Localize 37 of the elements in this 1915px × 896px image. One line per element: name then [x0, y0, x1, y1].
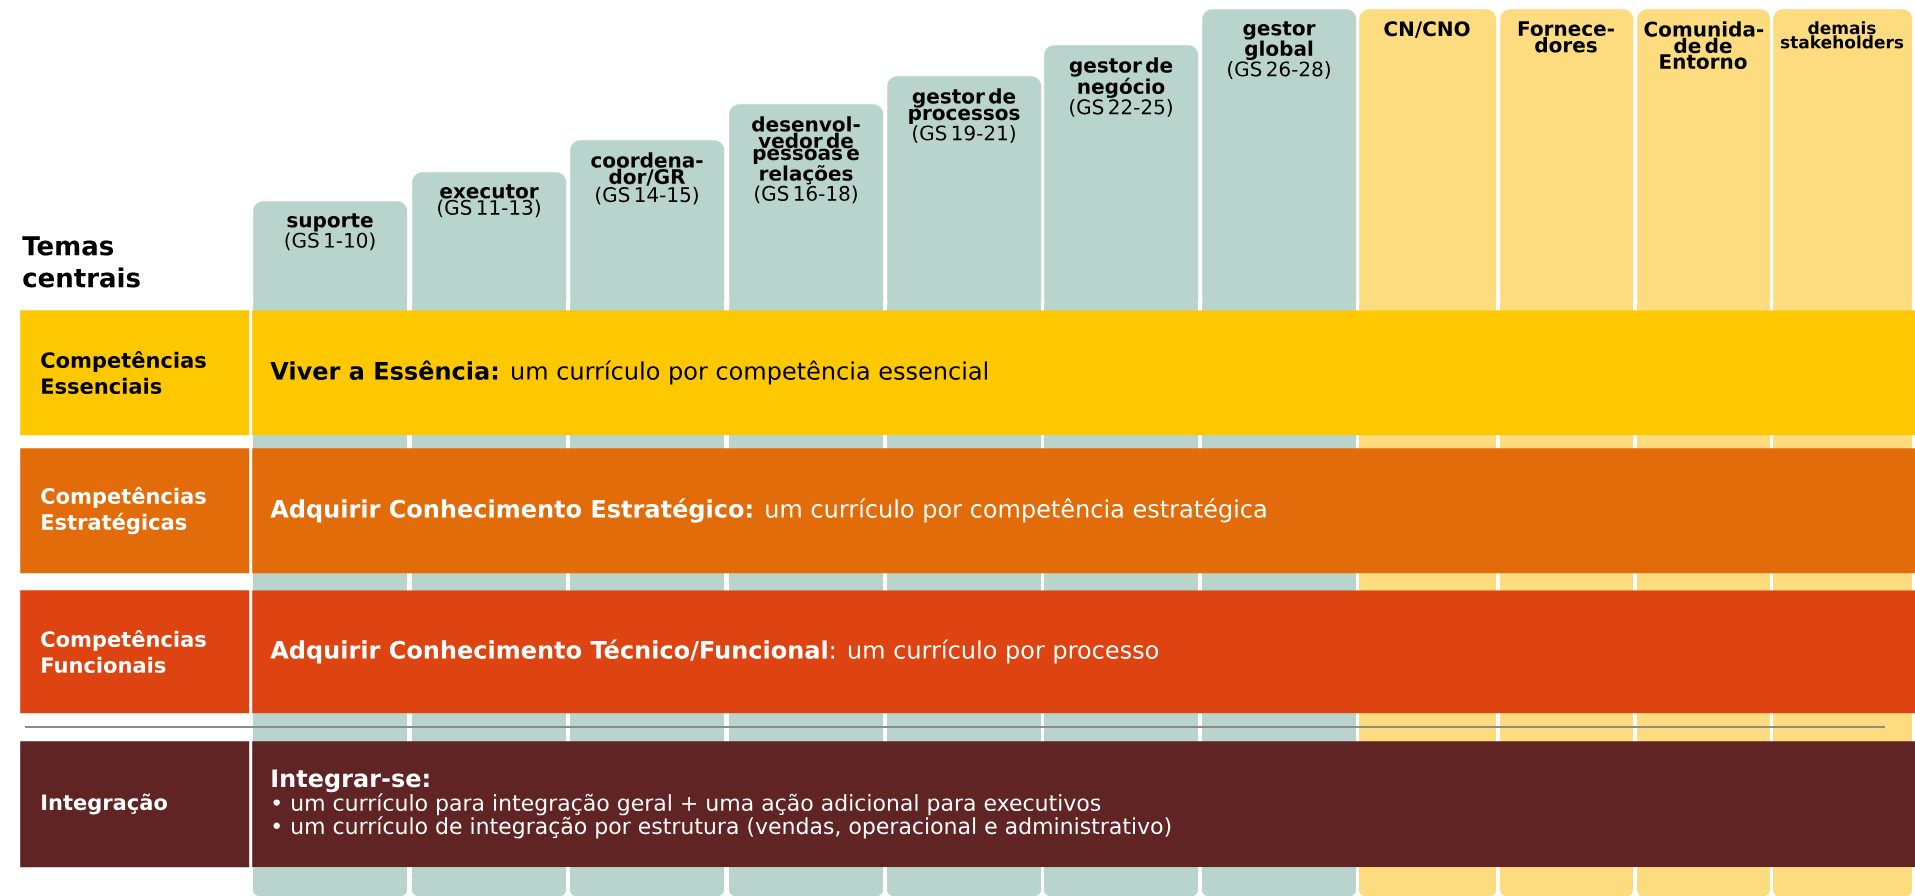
node-label: (GS 1-10) [285, 232, 375, 251]
column-box: coordena-dor/GR (GS 14-15) [570, 140, 725, 311]
column-box: gestor de processos (GS 19-21) [887, 76, 1042, 311]
column-box: executor (GS 11-13) [412, 172, 567, 311]
node-label: (GS 14-15) [596, 186, 698, 205]
node-label: gestor de negócio [1069, 57, 1173, 99]
node-label: desenvol-vedor de pessoas e relações [752, 116, 860, 185]
node-label: (GS 11-13) [438, 199, 540, 218]
column-box: Fornece-dores [1500, 9, 1634, 311]
column-box: Comunida-de de Entorno [1637, 9, 1771, 311]
node-label: (GS 19-21) [913, 125, 1015, 143]
row-label-box: Competências Funcionais [20, 590, 250, 714]
curriculum-bar: Integrar-se: • um currículo para integração geral + uma ação adicional para executivos • um currículo de integração por estrutura (vendas, operacional e administrativo) [252, 741, 1915, 868]
column-box: gestor de negócio (GS 22-25) [1044, 45, 1199, 311]
node-label: suporte [287, 213, 373, 232]
row-label-box: Competências Essenciais [20, 310, 250, 436]
node-label: Comunida-de de Entorno [1644, 21, 1764, 70]
node-label: gestor global [1243, 21, 1316, 61]
curriculum-bar: Viver a Essência: um currículo por competência essencial [252, 310, 1915, 436]
column-box: gestor global (GS 26-28) [1202, 9, 1357, 311]
node-label: (GS 22-25) [1070, 99, 1172, 117]
curriculum-bar: Adquirir Conhecimento Técnico/Funcional: um currículo por processo [252, 590, 1915, 714]
node-label: Fornece-dores [1518, 21, 1614, 53]
node-label: executor [440, 184, 539, 199]
column-box: CN/CNO [1359, 9, 1497, 311]
node-label: CN/CNO [1384, 21, 1470, 38]
node-label: demais stakeholders [1780, 21, 1904, 49]
row-label-box: Integração [20, 741, 250, 868]
node-label: (GS 26-28) [1228, 61, 1330, 79]
node-label: gestor de processos [909, 88, 1020, 125]
row-label-box: Competências Estratégicas [20, 448, 250, 574]
node-label: coordena-dor/GR [591, 152, 703, 186]
node-label: (GS 16-18) [755, 185, 857, 204]
column-box: demais stakeholders [1773, 9, 1913, 311]
column-box: suporte (GS 1-10) [253, 201, 408, 311]
column-box: desenvol-vedor de pessoas e relações (GS 16-18) [729, 104, 884, 311]
curriculum-bar: Adquirir Conhecimento Estratégico: um currículo por competência estratégica [252, 448, 1915, 574]
